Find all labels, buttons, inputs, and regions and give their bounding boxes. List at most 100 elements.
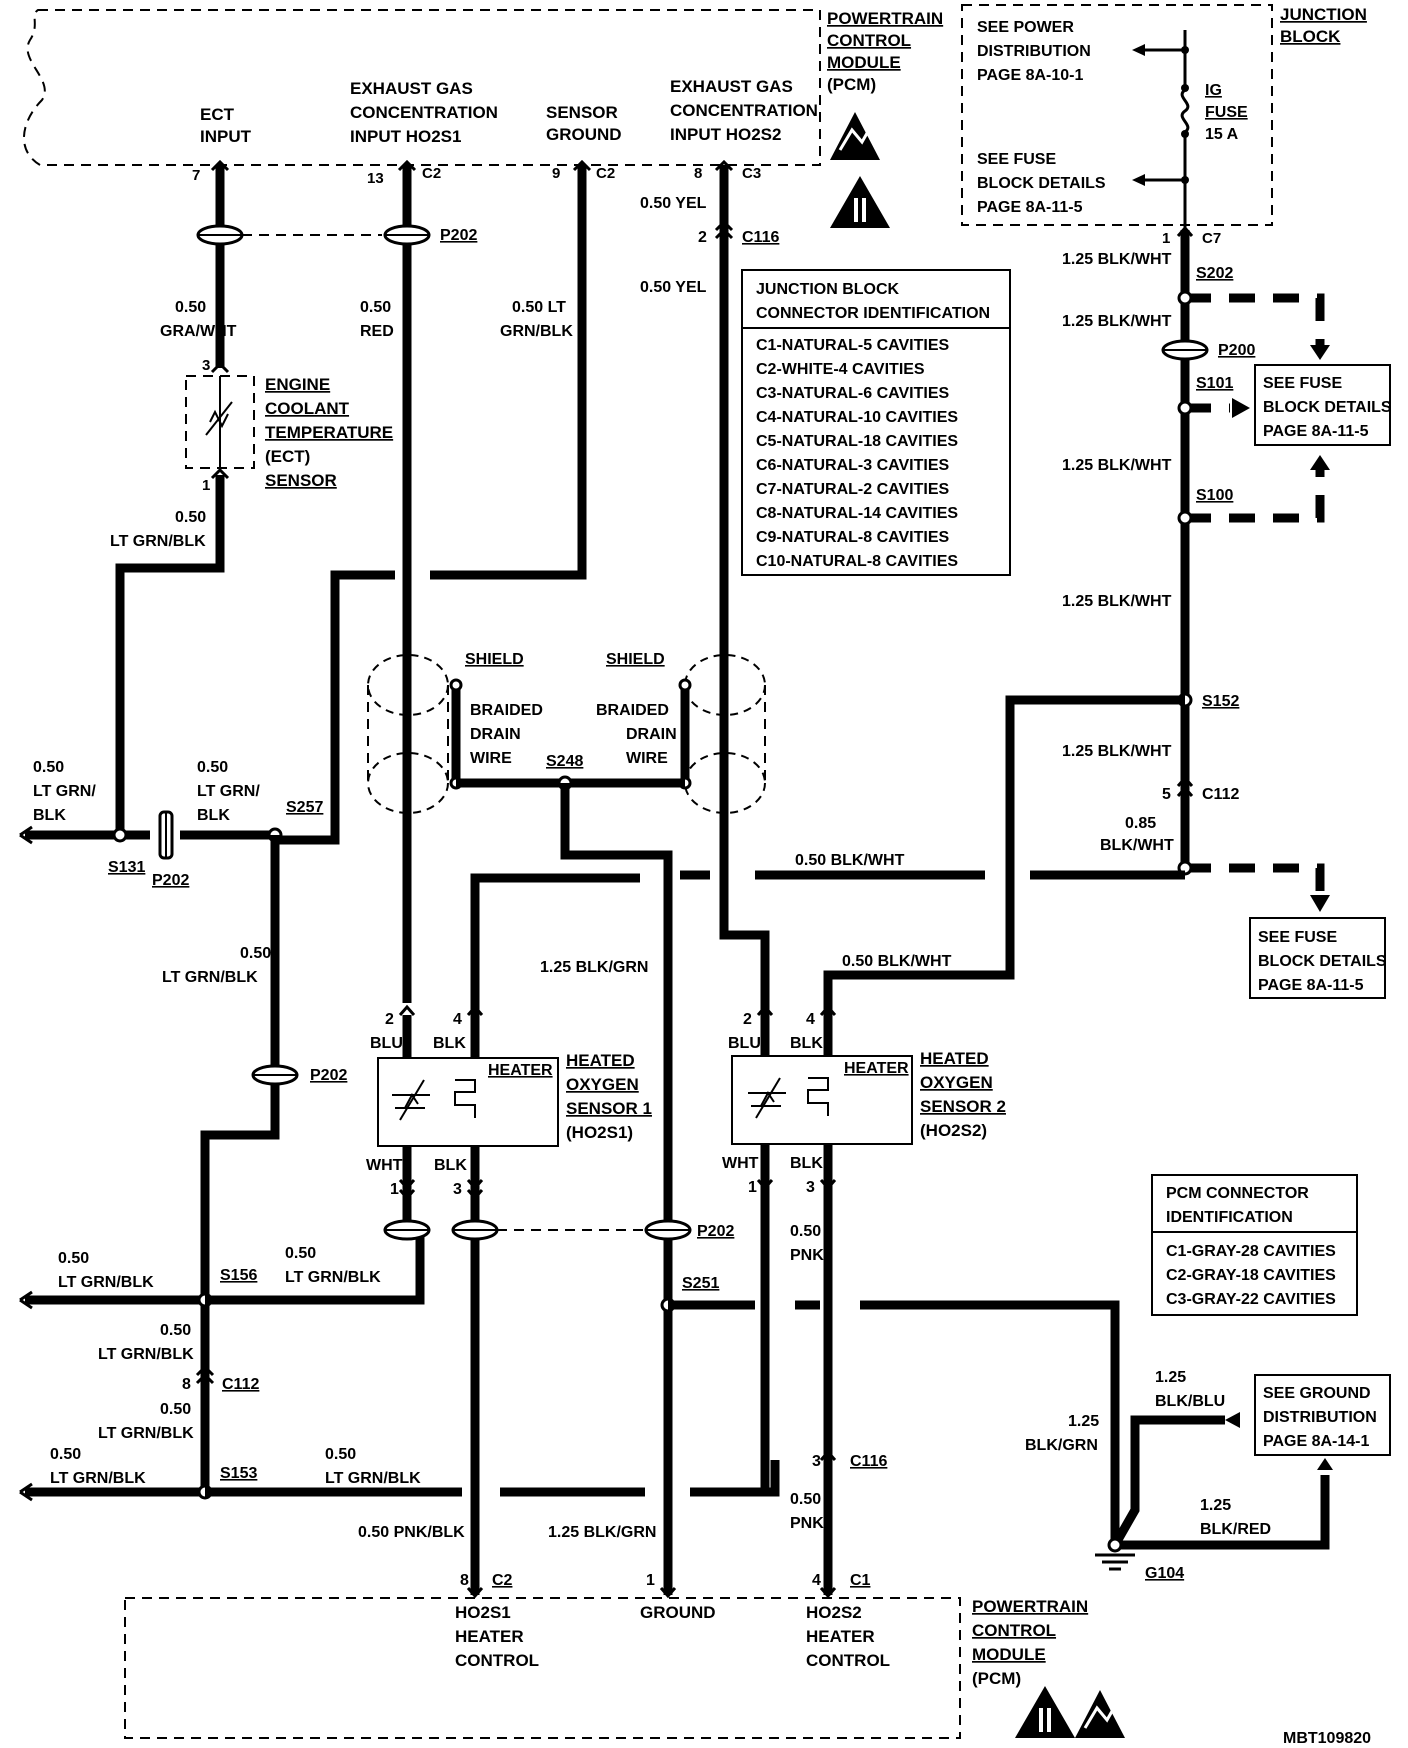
svg-text:4: 4 — [812, 1572, 821, 1589]
ect-wire-labels: 0.50 GRA/WHT 0.50 LT GRN/BLK — [110, 299, 237, 550]
svg-text:8: 8 — [694, 165, 702, 182]
svg-text:C1-GRAY-28 CAVITIES: C1-GRAY-28 CAVITIES — [1166, 1243, 1336, 1260]
svg-text:C4-NATURAL-10 CAVITIES: C4-NATURAL-10 CAVITIES — [756, 409, 958, 426]
svg-text:BLK/RED: BLK/RED — [1200, 1521, 1271, 1538]
svg-text:1.25 BLK/WHT: 1.25 BLK/WHT — [1062, 743, 1172, 760]
svg-text:LT GRN/BLK: LT GRN/BLK — [98, 1425, 194, 1442]
svg-text:8: 8 — [182, 1376, 191, 1393]
svg-text:0.50 YEL: 0.50 YEL — [640, 195, 707, 212]
svg-text:PAGE 8A-11-5: PAGE 8A-11-5 — [1263, 423, 1369, 440]
see-fuse-box-2: SEE FUSE BLOCK DETAILS PAGE 8A-11-5 — [1249, 917, 1387, 999]
svg-text:LT GRN/BLK: LT GRN/BLK — [285, 1269, 381, 1286]
svg-text:0.50: 0.50 — [33, 759, 64, 776]
svg-text:(ECT): (ECT) — [265, 447, 310, 466]
svg-text:P202: P202 — [440, 227, 477, 244]
svg-text:C116: C116 — [850, 1453, 887, 1470]
svg-text:0.50: 0.50 — [160, 1322, 191, 1339]
svg-text:LT GRN/BLK: LT GRN/BLK — [58, 1274, 154, 1291]
svg-text:3: 3 — [453, 1181, 462, 1198]
svg-text:S202: S202 — [1196, 265, 1233, 282]
svg-text:BLK: BLK — [434, 1157, 467, 1174]
see-ground-box: SEE GROUND DISTRIBUTION PAGE 8A-14-1 — [1254, 1374, 1391, 1456]
svg-text:0.50: 0.50 — [790, 1223, 821, 1240]
svg-text:LT GRN/BLK: LT GRN/BLK — [110, 533, 206, 550]
svg-text:HEATER: HEATER — [455, 1627, 524, 1646]
svg-text:3: 3 — [202, 357, 210, 374]
svg-text:(HO2S2): (HO2S2) — [920, 1121, 987, 1140]
svg-text:CONTROL: CONTROL — [455, 1651, 539, 1670]
svg-text:SHIELD: SHIELD — [606, 651, 665, 668]
svg-text:0.50: 0.50 — [325, 1446, 356, 1463]
svg-text:LT GRN/BLK: LT GRN/BLK — [325, 1470, 421, 1487]
svg-text:C6-NATURAL-3 CAVITIES: C6-NATURAL-3 CAVITIES — [756, 457, 950, 474]
svg-text:P200: P200 — [1218, 342, 1255, 359]
svg-text:S131: S131 — [108, 859, 145, 876]
svg-text:1.25 BLK/WHT: 1.25 BLK/WHT — [1062, 313, 1172, 330]
svg-text:C10-NATURAL-8 CAVITIES: C10-NATURAL-8 CAVITIES — [756, 553, 958, 570]
svg-text:OXYGEN: OXYGEN — [566, 1075, 639, 1094]
svg-text:4: 4 — [453, 1011, 462, 1028]
esd-icon — [830, 112, 880, 160]
ground-labels: 1.25 BLK/BLU 1.25 BLK/GRN 1.25 BLK/RED G… — [1025, 1369, 1271, 1582]
ltgrn-left-network — [19, 810, 780, 1502]
svg-text:0.50 PNK/BLK: 0.50 PNK/BLK — [358, 1524, 465, 1541]
top-pin-labels: 7 13 C2 9 C2 8 C3 — [192, 165, 761, 187]
svg-text:0.50: 0.50 — [58, 1250, 89, 1267]
svg-text:G104: G104 — [1145, 1565, 1184, 1582]
svg-text:BLK: BLK — [33, 807, 66, 824]
svg-text:1.25 BLK/WHT: 1.25 BLK/WHT — [1062, 457, 1172, 474]
pcm-bottom-box — [124, 1597, 961, 1739]
svg-text:EXHAUST GAS: EXHAUST GAS — [670, 77, 793, 96]
bottom-wire-labels: 0.50 PNK/BLK 1.25 BLK/GRN — [358, 1524, 656, 1541]
pcm-top-title: POWERTRAIN CONTROL MODULE (PCM) — [827, 9, 943, 94]
svg-text:HEATER: HEATER — [488, 1062, 553, 1079]
svg-text:HO2S1: HO2S1 — [455, 1603, 511, 1622]
blkwht-050a-label: 0.50 BLK/WHT — [795, 852, 905, 869]
jb-see-power: SEE POWER DISTRIBUTION PAGE 8A-10-1 — [977, 19, 1091, 84]
svg-text:0.85: 0.85 — [1125, 815, 1156, 832]
bottom-pin-labels: 8 C2 1 4 C1 — [460, 1572, 871, 1589]
svg-text:BLOCK DETAILS: BLOCK DETAILS — [1258, 953, 1387, 970]
svg-text:CONCENTRATION: CONCENTRATION — [350, 103, 498, 122]
svg-text:CONNECTOR IDENTIFICATION: CONNECTOR IDENTIFICATION — [756, 305, 990, 322]
svg-text:LT GRN/BLK: LT GRN/BLK — [162, 969, 258, 986]
svg-text:1.25 BLK/WHT: 1.25 BLK/WHT — [1062, 593, 1172, 610]
ho2s1-title: HEATED OXYGEN SENSOR 1 (HO2S1) — [566, 1051, 652, 1142]
svg-text:SEE POWER: SEE POWER — [977, 19, 1074, 36]
svg-text:C3: C3 — [742, 165, 761, 182]
svg-text:GROUND: GROUND — [640, 1603, 716, 1622]
svg-text:S152: S152 — [1202, 693, 1239, 710]
junction-block-box — [961, 4, 1273, 226]
svg-text:WIRE: WIRE — [626, 750, 668, 767]
pcm-top-box — [23, 9, 821, 166]
svg-text:1: 1 — [1162, 230, 1170, 247]
c7-pins: 1 C7 — [1162, 230, 1221, 247]
ect-labels: 3 1 — [202, 357, 210, 494]
see-fuse-box-1: SEE FUSE BLOCK DETAILS PAGE 8A-11-5 — [1254, 364, 1392, 446]
svg-text:LT GRN/BLK: LT GRN/BLK — [50, 1470, 146, 1487]
svg-text:BLOCK: BLOCK — [1280, 27, 1341, 46]
svg-text:HO2S2: HO2S2 — [806, 1603, 862, 1622]
jb-connector-id-table: JUNCTION BLOCK CONNECTOR IDENTIFICATION … — [741, 269, 1011, 576]
svg-text:2: 2 — [698, 229, 707, 246]
p202-ground — [644, 1219, 1120, 1540]
svg-text:DISTRIBUTION: DISTRIBUTION — [977, 43, 1091, 60]
svg-text:SEE FUSE: SEE FUSE — [977, 151, 1056, 168]
svg-text:POWERTRAIN: POWERTRAIN — [827, 9, 943, 28]
svg-text:BLU: BLU — [370, 1035, 403, 1052]
svg-text:2: 2 — [743, 1011, 752, 1028]
ho2s2-signal-wire — [714, 159, 770, 1015]
svg-text:C7-NATURAL-2 CAVITIES: C7-NATURAL-2 CAVITIES — [756, 481, 950, 498]
svg-text:9: 9 — [552, 165, 560, 182]
svg-text:BRAIDED: BRAIDED — [596, 702, 669, 719]
svg-text:RED: RED — [360, 323, 394, 340]
blkwht-050-wire — [470, 870, 1185, 1015]
shield-labels: SHIELD BRAIDED DRAIN WIRE SHIELD BRAIDED… — [465, 651, 677, 770]
svg-text:SHIELD: SHIELD — [465, 651, 524, 668]
svg-text:C2: C2 — [492, 1572, 513, 1589]
svg-text:15 A: 15 A — [1205, 126, 1239, 143]
svg-text:C5-NATURAL-18 CAVITIES: C5-NATURAL-18 CAVITIES — [756, 433, 958, 450]
g104-ground — [1095, 1412, 1333, 1571]
svg-text:S251: S251 — [682, 1275, 719, 1292]
svg-text:C3-NATURAL-6 CAVITIES: C3-NATURAL-6 CAVITIES — [756, 385, 950, 402]
